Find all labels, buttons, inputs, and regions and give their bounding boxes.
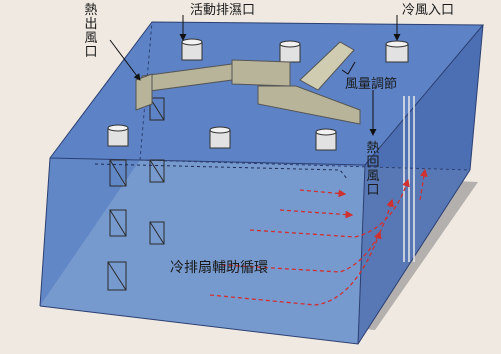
ceiling-unit — [315, 128, 337, 151]
label-airflow-adjust: 風量調節 — [345, 77, 398, 92]
ceiling-unit — [279, 40, 301, 63]
air-duct — [135, 41, 361, 125]
wall-fans — [107, 97, 165, 291]
ceiling-unit — [107, 124, 129, 147]
front-wall — [40, 158, 365, 344]
label-cold-air-inlet: 冷風入口 — [402, 3, 455, 18]
circulation-arrows — [209, 168, 428, 306]
label-heat-outlet: 熱出風口 — [84, 3, 98, 60]
ceiling-unit — [209, 126, 231, 149]
label-active-exhaust: 活動排濕口 — [190, 3, 256, 18]
label-fan-assisted-circulation: 冷排扇輔助循環 — [170, 260, 268, 276]
callout-lines — [109, 15, 401, 136]
ceiling-units — [107, 38, 409, 151]
ceiling-unit — [385, 40, 409, 63]
label-heat-return: 熱回風口 — [366, 141, 380, 198]
interior-dash-line — [94, 163, 349, 181]
box-edges — [39, 21, 485, 345]
right-wall — [358, 25, 483, 344]
ceiling-unit — [181, 38, 203, 61]
